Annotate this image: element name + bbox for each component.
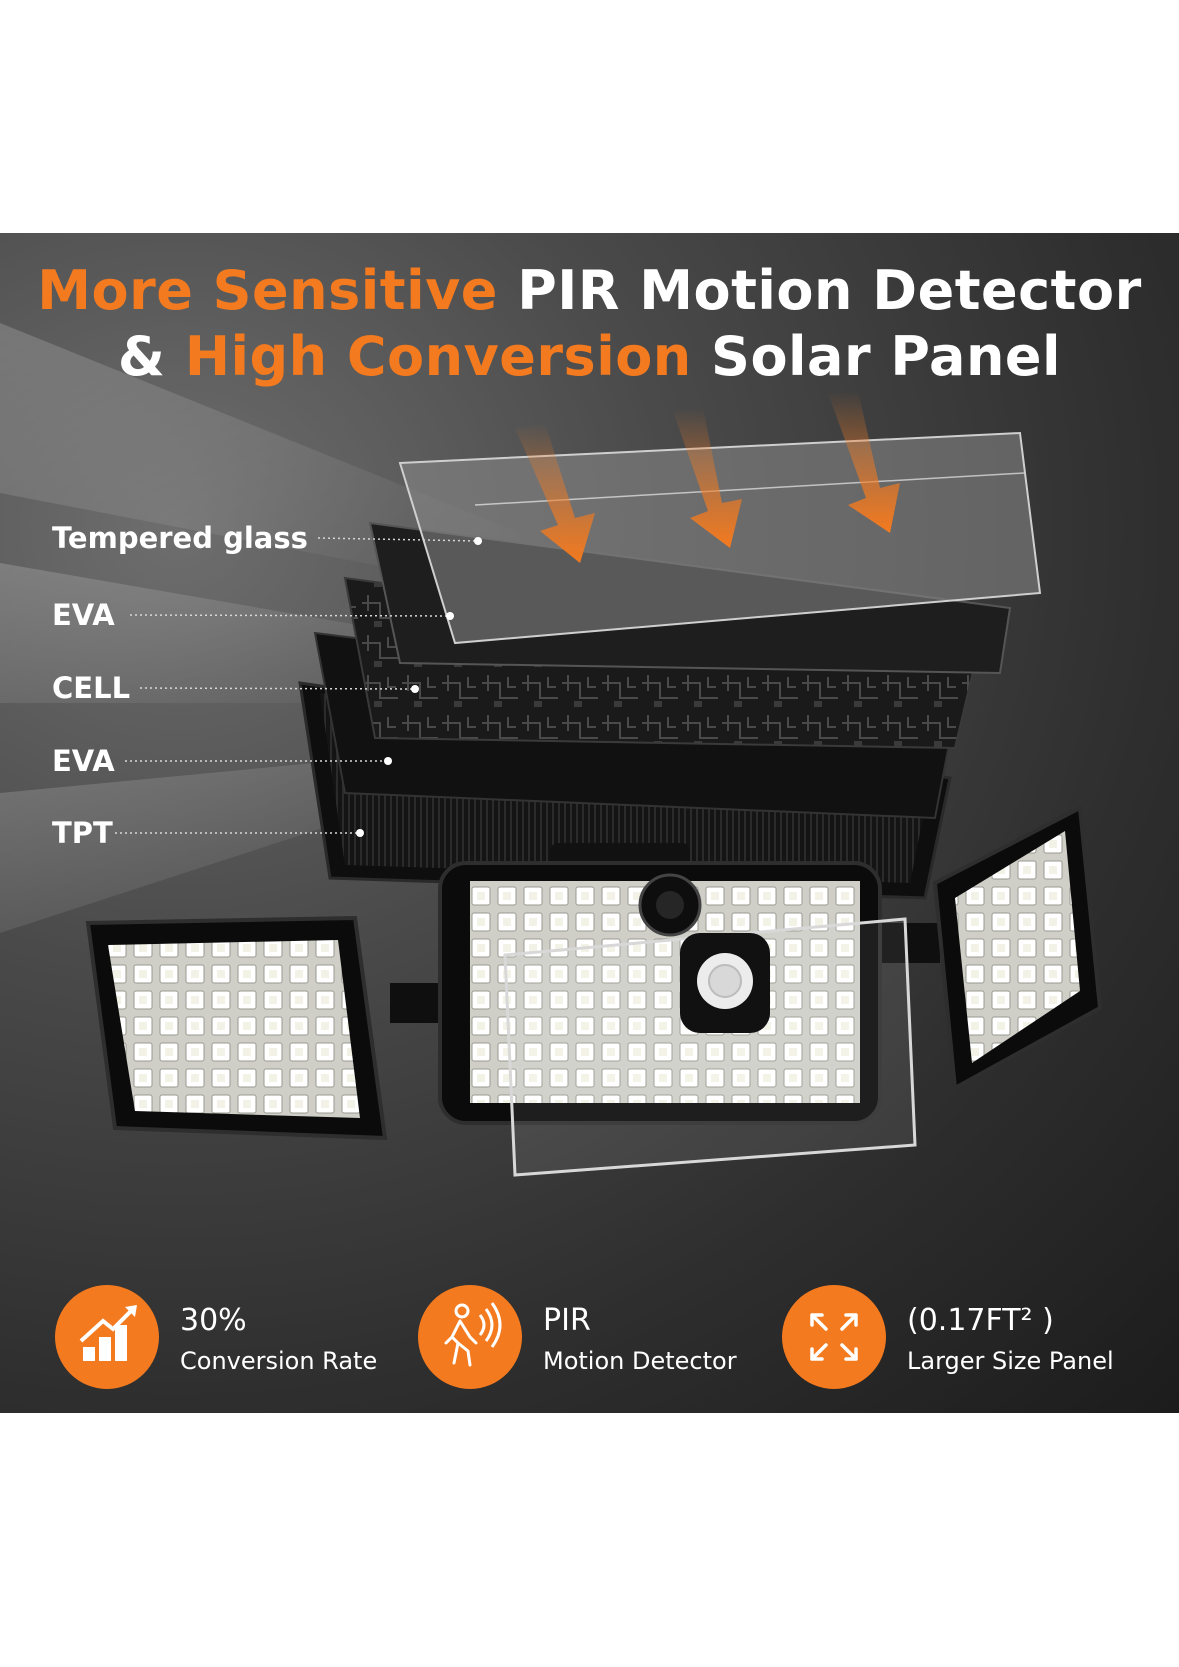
feature-pir-subtitle: Motion Detector (543, 1347, 737, 1375)
feature-pir: PIR Motion Detector (418, 1283, 758, 1393)
label-cell: CELL (52, 671, 131, 705)
headline-highlight-1: More Sensitive (37, 259, 498, 322)
feature-size-subtitle: Larger Size Panel (907, 1347, 1114, 1375)
product-banner: More Sensitive PIR Motion Detector & Hig… (0, 233, 1179, 1413)
headline-line-2: & High Conversion Solar Panel (0, 325, 1179, 388)
label-eva-top: EVA (52, 598, 115, 632)
right-led-head (932, 804, 1103, 1092)
walking-person-motion-icon (418, 1285, 522, 1389)
center-led-head (438, 861, 917, 1177)
label-eva-bottom: EVA (52, 744, 115, 778)
sunlight-arrows (515, 391, 900, 563)
feature-conversion-title: 30% (180, 1303, 247, 1338)
headline-prefix-2: & (117, 325, 185, 388)
feature-conversion-subtitle: Conversion Rate (180, 1347, 378, 1375)
product-illustration (85, 391, 1103, 1177)
headline-text-1: PIR Motion Detector (497, 259, 1142, 322)
headline-suffix-2: Solar Panel (691, 325, 1062, 388)
left-led-head (85, 915, 388, 1141)
leader-lines (115, 537, 479, 834)
headline-highlight-2: High Conversion (184, 325, 692, 388)
headline-line-1: More Sensitive PIR Motion Detector (0, 259, 1179, 322)
label-tempered-glass: Tempered glass (52, 521, 308, 555)
expand-arrows-icon (782, 1285, 886, 1389)
feature-row: 30% Conversion Rate PIR Motion Detector (0, 1283, 1179, 1403)
bar-chart-up-icon (55, 1285, 159, 1389)
leader-dots (356, 537, 482, 837)
label-tpt: TPT (52, 816, 113, 850)
feature-size: (0.17FT² ) Larger Size Panel (782, 1283, 1162, 1393)
feature-size-title: (0.17FT² ) (907, 1303, 1054, 1338)
feature-pir-title: PIR (543, 1303, 591, 1338)
feature-conversion: 30% Conversion Rate (55, 1283, 415, 1393)
